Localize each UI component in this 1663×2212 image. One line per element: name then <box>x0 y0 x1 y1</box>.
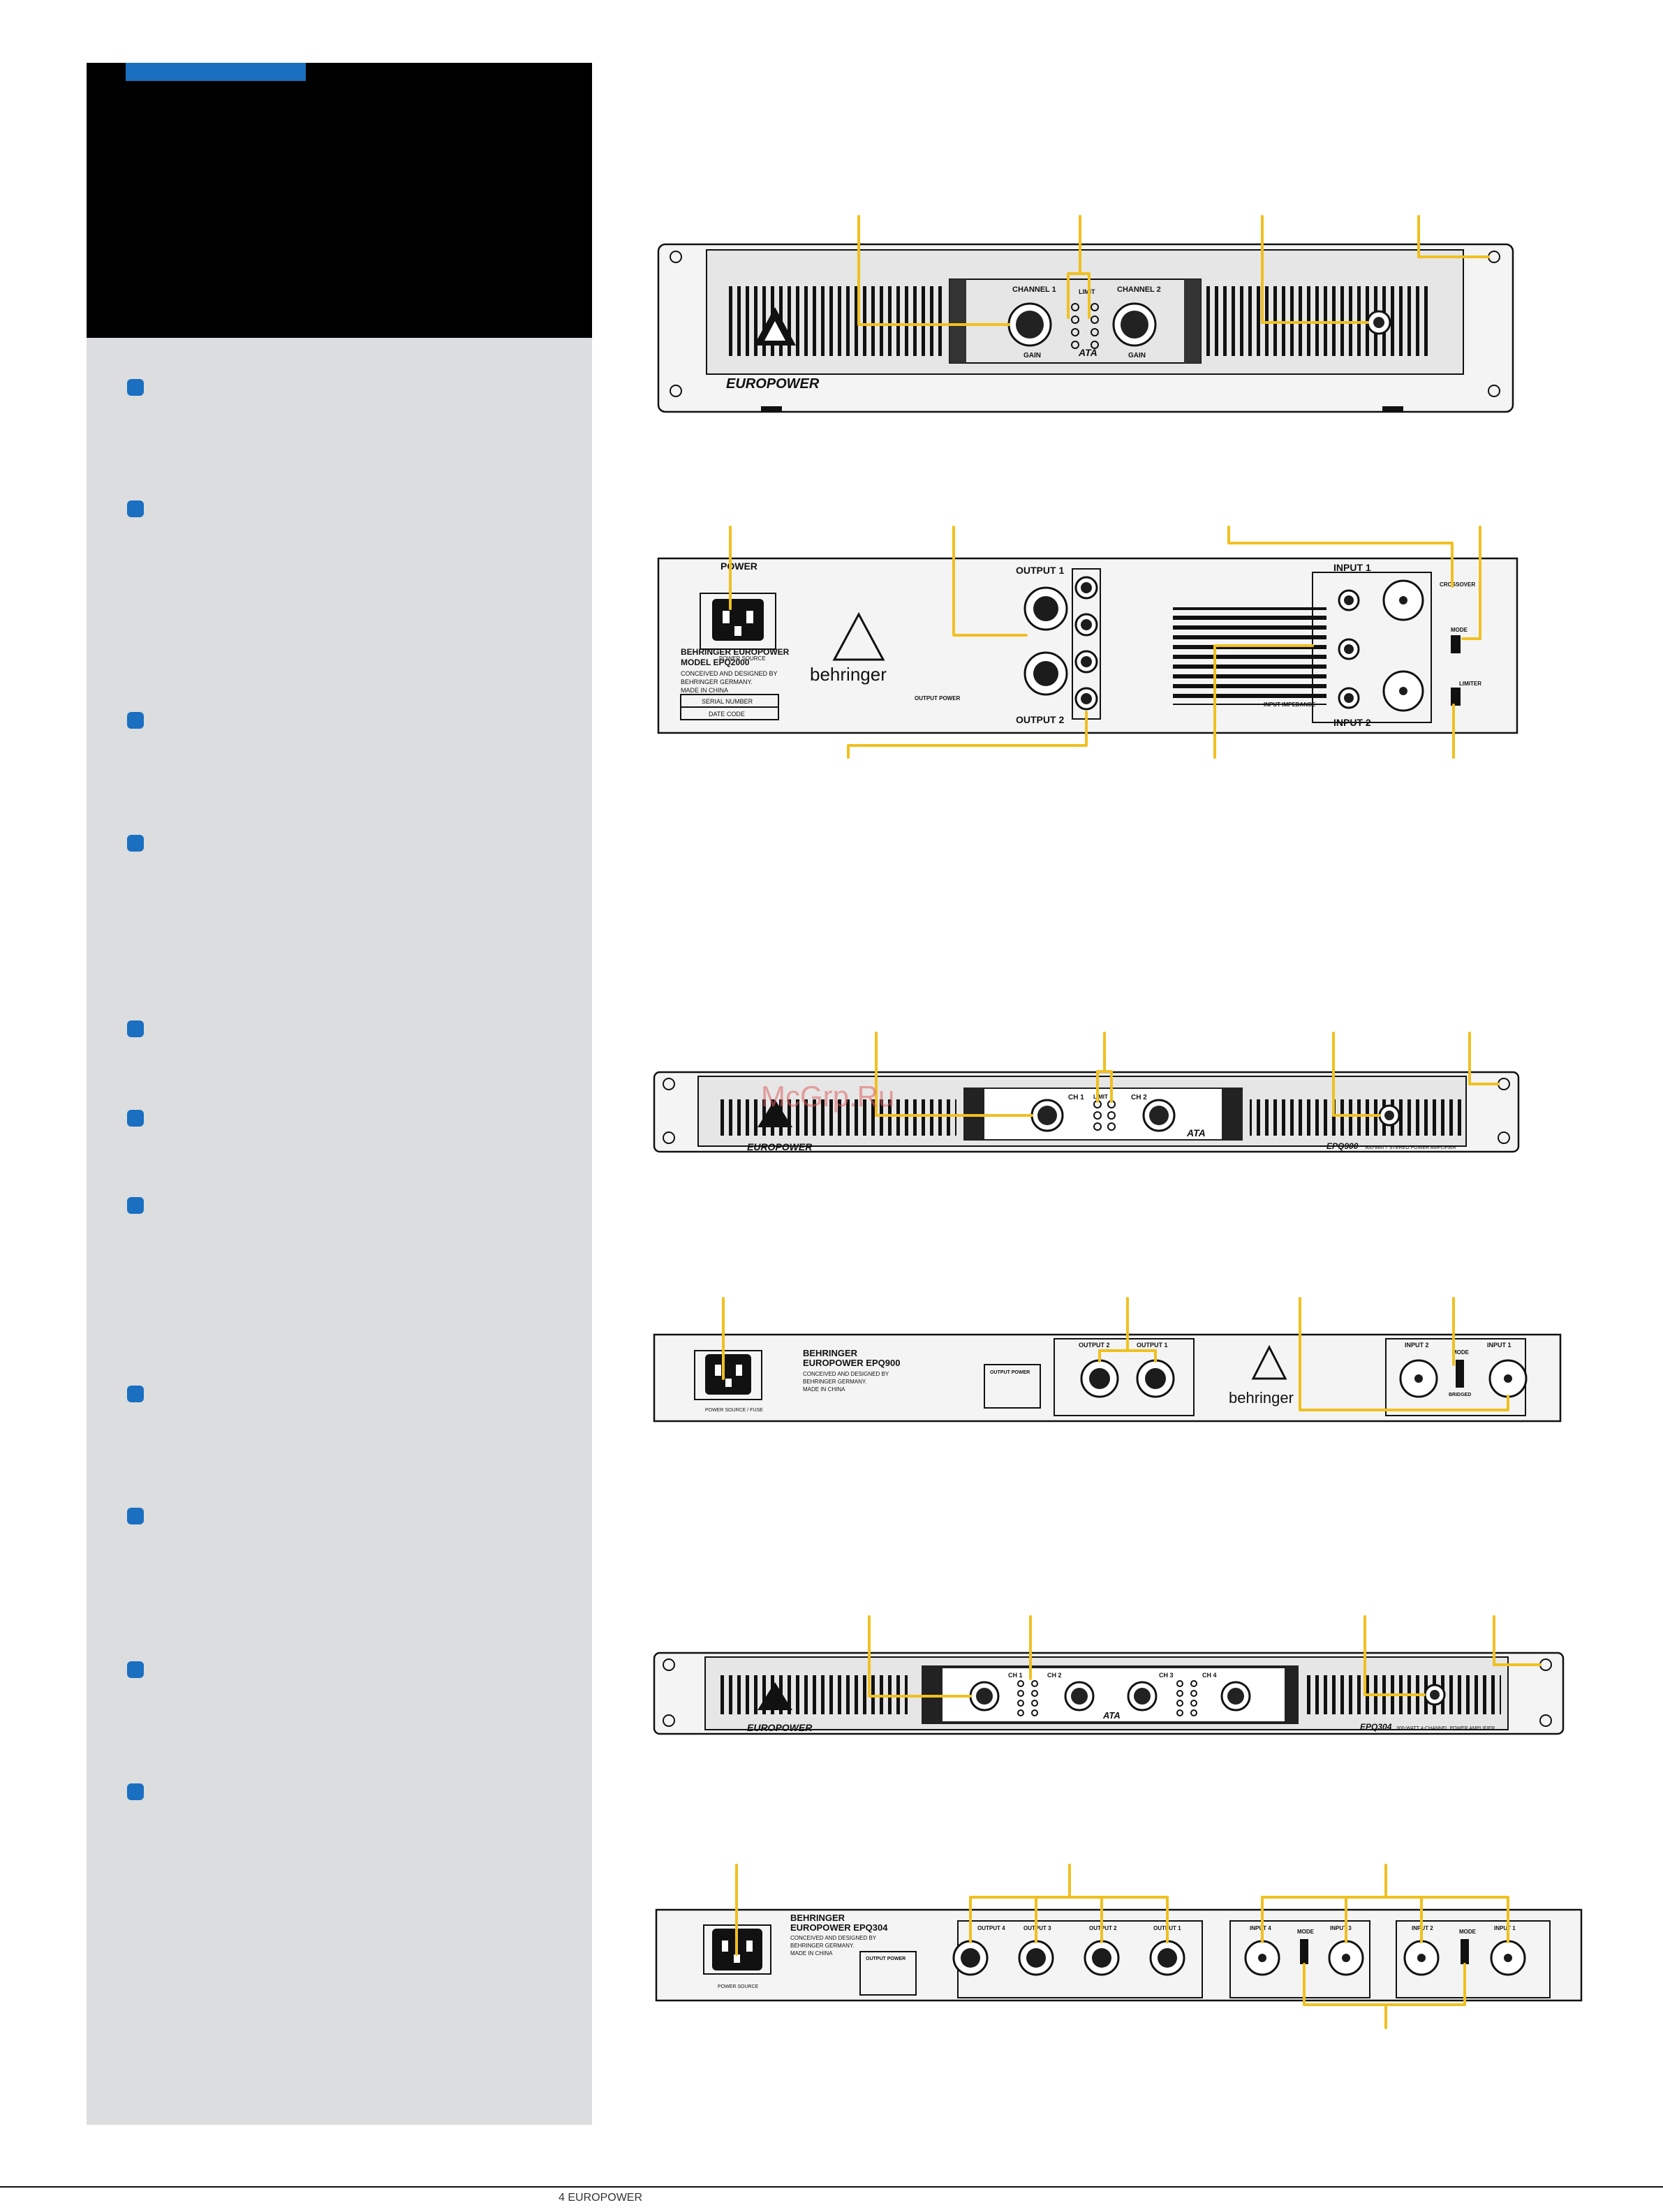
epq900-rear-conceived: CONCEIVED AND DESIGNED BY <box>803 1371 889 1377</box>
bullet-icon <box>127 1783 144 1800</box>
input2-label: INPUT 2 <box>1333 717 1371 728</box>
epq900-power-source: POWER SOURCE / FUSE <box>705 1408 763 1413</box>
epq900-output1: OUTPUT 1 <box>1137 1342 1168 1349</box>
epq900-front-panel: CH 1 CH 2 LIMIT ATA EUROPOWER EPQ900 900… <box>653 1032 1520 1153</box>
bullet-icon <box>127 712 144 729</box>
epq900-rear-panel: POWER SOURCE / FUSE BEHRINGER EUROPOWER … <box>653 1297 1562 1423</box>
input-impedance-label: INPUT IMPEDANCE <box>1264 702 1316 708</box>
limiter-label: LIMITER <box>1459 681 1481 687</box>
epq304-brand: EUROPOWER <box>747 1722 813 1733</box>
epq900-ch1-label: CH 1 <box>1068 1094 1084 1101</box>
epq304-ch2: CH 2 <box>1047 1672 1062 1679</box>
sidebar-accent-bar <box>126 63 306 81</box>
epq900-input2: INPUT 2 <box>1405 1342 1429 1349</box>
watermark: McGrp.Ru <box>761 1080 894 1113</box>
epq900-rear-germany: BEHRINGER GERMANY. <box>803 1379 866 1385</box>
epq304-input4: INPUT 4 <box>1250 1925 1271 1931</box>
epq900-rear-made: MADE IN CHINA <box>803 1386 845 1393</box>
output1-label: OUTPUT 1 <box>1016 565 1064 576</box>
epq2000-rear-panel: POWER POWER SOURCE BEHRINGER EUROPOWER M… <box>657 526 1518 759</box>
epq900-limit-label: LIMIT <box>1093 1094 1108 1100</box>
epq900-model: EPQ900 <box>1326 1141 1359 1151</box>
epq900-brand: EUROPOWER <box>747 1141 813 1152</box>
epq304-rear-made: MADE IN CHINA <box>790 1950 833 1957</box>
epq900-behringer-logo: behringer <box>1229 1389 1294 1406</box>
epq304-output4: OUTPUT 4 <box>977 1925 1005 1931</box>
mode-label: MODE <box>1451 627 1468 633</box>
epq304-input1: INPUT 1 <box>1494 1925 1516 1931</box>
epq304-output2: OUTPUT 2 <box>1089 1925 1117 1931</box>
bullet-icon <box>127 1386 144 1402</box>
power-label: POWER <box>720 561 757 572</box>
footer-text: 4 EUROPOWER <box>559 2192 643 2204</box>
bullet-icon <box>127 1020 144 1037</box>
bullet-icon <box>127 1508 144 1524</box>
rear-germany: BEHRINGER GERMANY. <box>681 678 753 685</box>
channel2-label: CHANNEL 2 <box>1117 285 1161 294</box>
epq304-output3: OUTPUT 3 <box>1023 1925 1051 1931</box>
epq900-ata-logo: ATA <box>1186 1127 1206 1138</box>
epq900-output2: OUTPUT 2 <box>1079 1342 1110 1349</box>
sidebar-header-block <box>87 63 592 338</box>
epq304-rear-line2: EUROPOWER EPQ304 <box>790 1922 888 1933</box>
epq304-power-source: POWER SOURCE <box>718 1984 759 1989</box>
date-code-label: DATE CODE <box>709 711 745 718</box>
footer-rule <box>0 2186 1663 2188</box>
epq900-input1: INPUT 1 <box>1487 1342 1512 1349</box>
epq2000-front-panel: CHANNEL 1 CHANNEL 2 GAIN GAIN LIMIT ATA … <box>657 215 1514 413</box>
bullet-icon <box>127 500 144 517</box>
power-source-label: POWER SOURCE <box>719 655 766 662</box>
epq304-output-power: OUTPUT POWER <box>866 1957 906 1961</box>
epq304-input3: INPUT 3 <box>1330 1925 1352 1931</box>
epq900-rear-line2: EUROPOWER EPQ900 <box>803 1358 900 1368</box>
epq304-ch4: CH 4 <box>1202 1672 1217 1679</box>
epq900-output-power: OUTPUT POWER <box>990 1370 1030 1375</box>
gain2-label: GAIN <box>1128 352 1146 359</box>
epq304-rear-germany: BEHRINGER GERMANY. <box>790 1943 854 1949</box>
epq304-model: EPQ304 <box>1360 1722 1392 1732</box>
bullet-icon <box>127 1110 144 1127</box>
epq900-bridged: BRIDGED <box>1449 1393 1471 1397</box>
ata-logo: ATA <box>1078 347 1097 358</box>
rear-made-in: MADE IN CHINA <box>681 687 728 694</box>
epq304-mode-a: MODE <box>1297 1929 1315 1935</box>
rear-conceived: CONCEIVED AND DESIGNED BY <box>681 670 778 677</box>
epq304-tagline: 300-WATT 4-CHANNEL POWER AMPLIFIER <box>1396 1726 1495 1731</box>
epq304-front-panel: CH 1 CH 2 CH 3 CH 4 ATA EUROPOWER EPQ304… <box>653 1615 1565 1735</box>
gain1-label: GAIN <box>1023 352 1041 359</box>
epq304-rear-conceived: CONCEIVED AND DESIGNED BY <box>790 1935 877 1941</box>
sidebar-panel <box>87 338 592 2125</box>
epq900-tagline: 900-WATT STEREO POWER AMPLIFIER <box>1365 1145 1456 1150</box>
behringer-logo: behringer <box>810 664 887 685</box>
epq304-ata: ATA <box>1102 1710 1121 1721</box>
epq304-rear-panel: POWER SOURCE BEHRINGER EUROPOWER EPQ304 … <box>655 1864 1583 2029</box>
epq304-ch3: CH 3 <box>1159 1672 1174 1679</box>
output-power-label: OUTPUT POWER <box>915 695 961 702</box>
output2-label: OUTPUT 2 <box>1016 714 1064 725</box>
bullet-icon <box>127 835 144 852</box>
epq304-ch1: CH 1 <box>1008 1672 1023 1679</box>
epq900-rear-line1: BEHRINGER <box>803 1348 858 1358</box>
rear-model-line2: MODEL EPQ2000 <box>681 658 750 667</box>
epq900-mode: MODE <box>1452 1349 1470 1356</box>
rear-model-line1: BEHRINGER EUROPOWER <box>681 647 790 657</box>
limit-label: LIMIT <box>1079 288 1095 295</box>
epq304-mode-b: MODE <box>1459 1929 1477 1935</box>
crossover-label: CROSSOVER <box>1440 581 1475 588</box>
bullet-icon <box>127 379 144 396</box>
bullet-icon <box>127 1197 144 1214</box>
europower-brand: EUROPOWER <box>726 376 820 392</box>
input1-label: INPUT 1 <box>1333 562 1371 573</box>
serial-number-label: SERIAL NUMBER <box>702 698 753 705</box>
epq304-rear-line1: BEHRINGER <box>790 1913 845 1923</box>
bullet-icon <box>127 1661 144 1678</box>
channel1-label: CHANNEL 1 <box>1012 285 1056 294</box>
epq900-ch2-label: CH 2 <box>1131 1094 1147 1101</box>
